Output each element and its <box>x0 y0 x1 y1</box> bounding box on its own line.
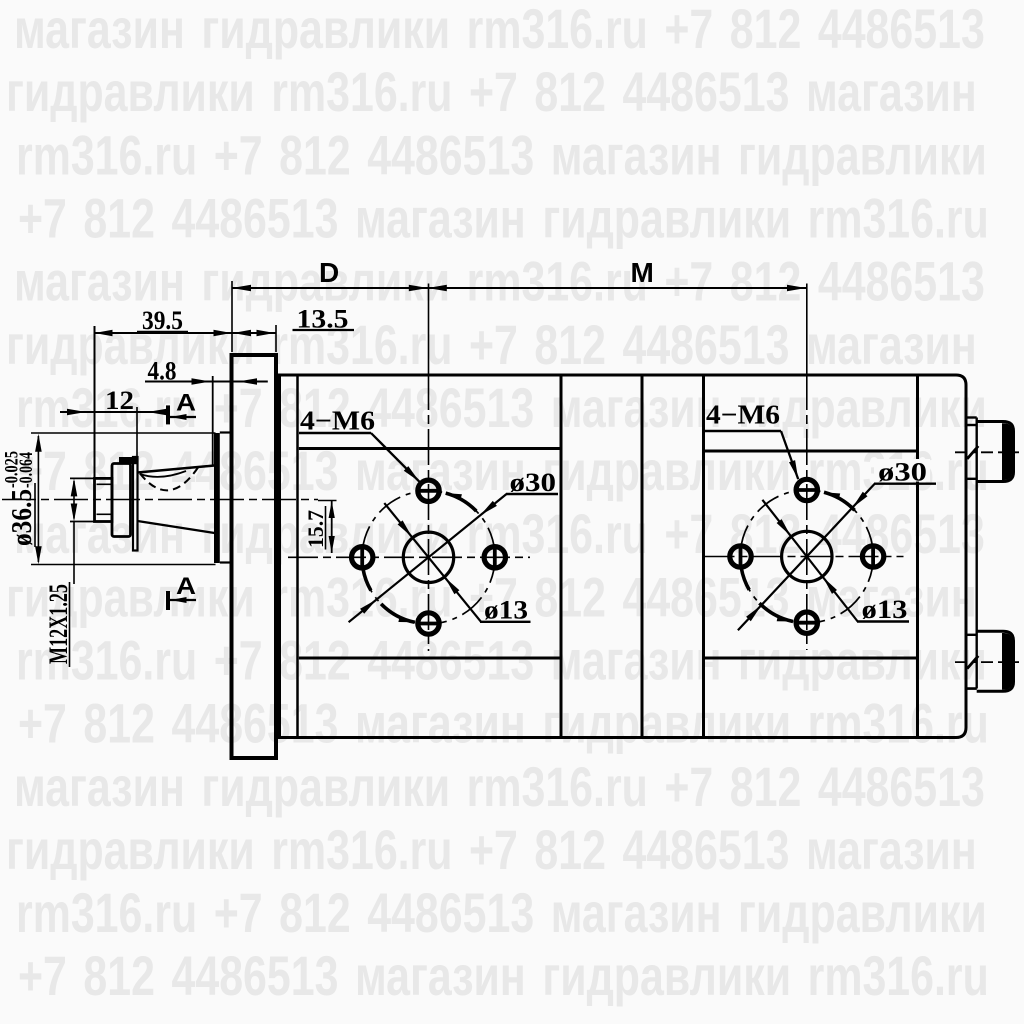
svg-text:A: A <box>176 390 196 417</box>
svg-text:ø30: ø30 <box>878 457 927 487</box>
svg-text:гидравлики rm316.ru +7 812 448: гидравлики rm316.ru +7 812 4486513 магаз… <box>6 818 977 881</box>
svg-text:+7 812 4486513 магазин гидравл: +7 812 4486513 магазин гидравлики rm316.… <box>18 945 989 1008</box>
svg-text:ø30: ø30 <box>510 467 557 497</box>
svg-text:магазин гидравлики rm316.ru +7: магазин гидравлики rm316.ru +7 812 44865… <box>14 0 985 60</box>
svg-text:гидравлики rm316.ru +7 812 448: гидравлики rm316.ru +7 812 4486513 магаз… <box>6 313 977 376</box>
svg-text:4.8: 4.8 <box>148 357 177 386</box>
svg-text:rm316.ru +7 812 4486513 магази: rm316.ru +7 812 4486513 магазин гидравли… <box>16 629 987 692</box>
svg-text:магазин гидравлики rm316.ru +7: магазин гидравлики rm316.ru +7 812 44865… <box>14 503 985 566</box>
svg-text:12: 12 <box>105 386 134 415</box>
svg-text:D: D <box>319 257 339 288</box>
svg-text:4−M6: 4−M6 <box>706 400 780 430</box>
svg-text:A: A <box>176 573 196 600</box>
svg-text:гидравлики rm316.ru +7 812 448: гидравлики rm316.ru +7 812 4486513 магаз… <box>6 61 977 124</box>
svg-text:магазин гидравлики rm316.ru +7: магазин гидравлики rm316.ru +7 812 44865… <box>14 755 985 818</box>
svg-text:M: M <box>631 257 654 288</box>
svg-text:+7 812 4486513 магазин гидравл: +7 812 4486513 магазин гидравлики rm316.… <box>18 187 989 250</box>
svg-text:rm316.ru +7 812 4486513 магази: rm316.ru +7 812 4486513 магазин гидравли… <box>16 882 987 945</box>
svg-text:ø36.5: ø36.5 <box>6 489 38 546</box>
svg-text:ø13: ø13 <box>862 594 908 624</box>
svg-text:15.7: 15.7 <box>303 510 328 548</box>
svg-text:39.5: 39.5 <box>142 306 183 335</box>
svg-text:rm316.ru +7 812 4486513 магази: rm316.ru +7 812 4486513 магазин гидравли… <box>16 124 987 187</box>
svg-text:магазин гидравлики rm316.ru +7: магазин гидравлики rm316.ru +7 812 44865… <box>14 250 985 313</box>
svg-text:13.5: 13.5 <box>297 305 349 334</box>
svg-text:ø13: ø13 <box>484 595 528 625</box>
svg-text:+7 812 4486513 магазин гидравл: +7 812 4486513 магазин гидравлики rm316.… <box>18 692 989 755</box>
svg-text:-0.025: -0.025 <box>2 451 23 488</box>
svg-text:M12X1.25: M12X1.25 <box>44 584 73 664</box>
svg-text:-0.064: -0.064 <box>16 452 37 488</box>
svg-text:rm316.ru +7 812 4486513 магази: rm316.ru +7 812 4486513 магазин гидравли… <box>16 376 987 439</box>
svg-text:4−M6: 4−M6 <box>300 406 375 436</box>
